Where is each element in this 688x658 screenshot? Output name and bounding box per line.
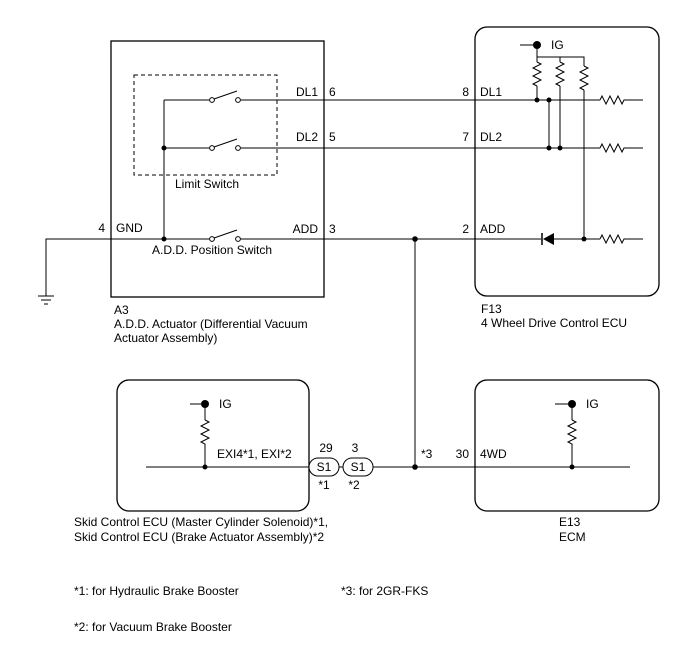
f13-name: 4 Wheel Drive Control ECU xyxy=(481,316,627,330)
a3-term-add: ADD xyxy=(293,222,319,236)
ground-symbol xyxy=(38,238,164,305)
junction-note: *3 xyxy=(421,447,433,461)
a3-actuator: DL1 6 DL2 5 ADD 3 GND 4 Limit Switch A.D… xyxy=(98,40,336,345)
f13-resistor-add xyxy=(599,233,643,245)
s1-a-label: S1 xyxy=(317,460,332,474)
f13-ig-label: IG xyxy=(551,38,564,52)
f13-diode xyxy=(541,233,554,245)
e13-resistor xyxy=(566,419,578,467)
s1-b-pin: 3 xyxy=(352,441,359,455)
e13-name: ECM xyxy=(559,530,586,544)
f13-ecu: IG 8 DL1 7 DL2 2 A xyxy=(462,26,660,330)
a3-name-line1: A.D.D. Actuator (Differential Vacuum xyxy=(114,317,308,331)
skid-control-ecu: IG EXI4*1, EXI*2 Skid Control ECU (Maste… xyxy=(74,379,328,544)
f13-pin-2: 2 xyxy=(462,222,469,236)
s1-b-label: S1 xyxy=(351,460,366,474)
e13-ecm: IG 30 4WD E13 ECM xyxy=(456,379,660,544)
limit-switch-dl2 xyxy=(209,138,241,151)
f13-resistor-dl2 xyxy=(599,142,643,154)
f13-resistor-3 xyxy=(578,65,590,91)
f13-term-dl1: DL1 xyxy=(480,85,502,99)
skid-box xyxy=(116,379,310,512)
a3-box xyxy=(110,40,325,298)
f13-pin-8: 8 xyxy=(462,85,469,99)
a3-name-line2: Actuator Assembly) xyxy=(114,331,217,345)
skid-ig-label: IG xyxy=(219,397,232,411)
e13-pin-30: 30 xyxy=(456,447,470,461)
f13-term-add: ADD xyxy=(480,222,506,236)
footnote-2: *2: for Vacuum Brake Booster xyxy=(74,620,232,634)
footnote-1: *1: for Hydraulic Brake Booster xyxy=(74,584,239,598)
footnote-3: *3: for 2GR-FKS xyxy=(341,584,428,598)
skid-resistor xyxy=(199,419,211,467)
a3-term-dl2: DL2 xyxy=(296,130,318,144)
connector-s1-pair: S1 S1 29 3 *1 *2 xyxy=(308,441,374,492)
a3-code: A3 xyxy=(114,303,129,317)
a3-pin-6: 6 xyxy=(329,85,336,99)
s1-a-pin: 29 xyxy=(319,441,333,455)
f13-pin-7: 7 xyxy=(462,130,469,144)
a3-pin-5: 5 xyxy=(329,130,336,144)
e13-ig-label: IG xyxy=(586,397,599,411)
a3-pin-4: 4 xyxy=(98,221,105,235)
skid-terminal-label: EXI4*1, EXI*2 xyxy=(217,447,292,461)
a3-pin-3: 3 xyxy=(329,222,336,236)
s1-a-note: *1 xyxy=(318,478,330,492)
s1-b-note: *2 xyxy=(348,478,360,492)
limit-switch-outline xyxy=(133,74,278,176)
add-position-switch xyxy=(209,229,241,242)
f13-resistor-dl1 xyxy=(599,94,643,106)
junction-add xyxy=(412,236,418,242)
position-switch-label: A.D.D. Position Switch xyxy=(152,243,272,257)
f13-resistor-2 xyxy=(554,61,566,87)
f13-resistor-1 xyxy=(531,61,543,87)
skid-name-line2: Skid Control ECU (Brake Actuator Assembl… xyxy=(74,530,324,544)
f13-box xyxy=(474,26,660,297)
e13-code: E13 xyxy=(559,515,581,529)
a3-junction-dl2 xyxy=(161,145,167,151)
skid-name-line1: Skid Control ECU (Master Cylinder Soleno… xyxy=(74,515,328,529)
limit-switch-label: Limit Switch xyxy=(175,177,239,191)
limit-switch-dl1 xyxy=(209,90,241,103)
junction-4wd xyxy=(412,464,418,470)
a3-term-dl1: DL1 xyxy=(296,85,318,99)
a3-term-gnd: GND xyxy=(116,221,143,235)
f13-code: F13 xyxy=(481,302,502,316)
e13-box xyxy=(474,379,660,512)
f13-term-dl2: DL2 xyxy=(480,130,502,144)
e13-term-4wd: 4WD xyxy=(480,447,507,461)
